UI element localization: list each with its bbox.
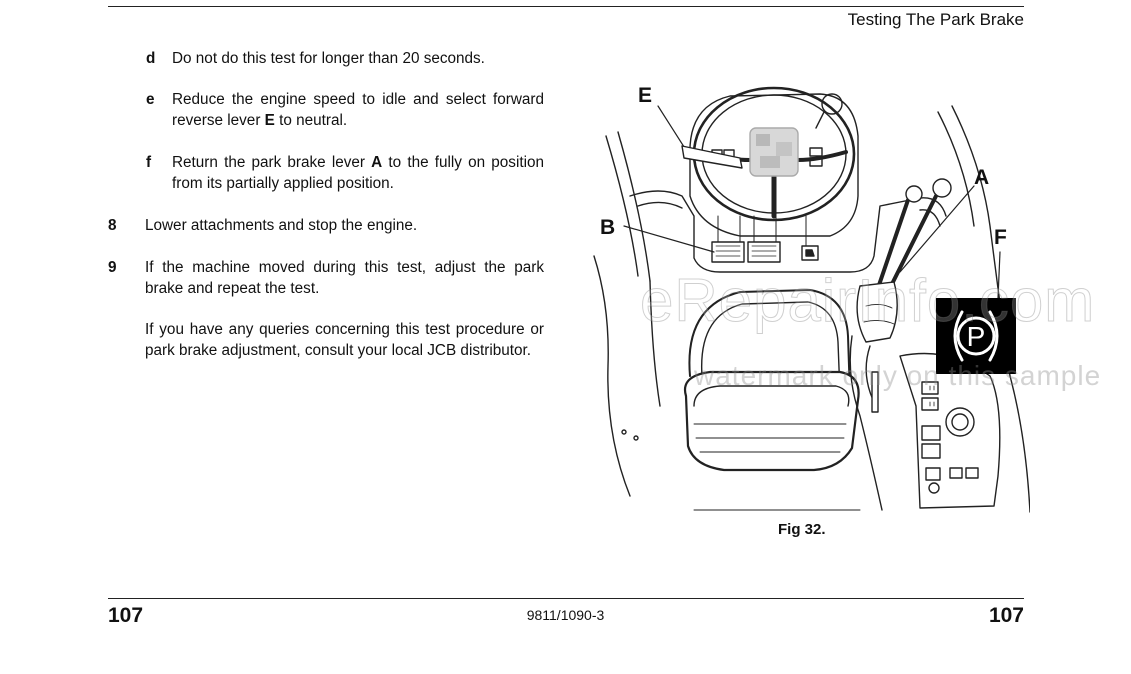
step-9: 9 If the machine moved during this test,… bbox=[108, 257, 544, 299]
park-symbol-letter: P bbox=[967, 321, 986, 352]
park-brake-warning-icon: P bbox=[936, 298, 1016, 374]
page-header-title: Testing The Park Brake bbox=[847, 10, 1024, 29]
step-e: e Reduce the engine speed to idle and se… bbox=[146, 89, 544, 131]
callout-f: F bbox=[994, 226, 1007, 249]
page-number-left: 107 bbox=[108, 604, 144, 627]
step-d: d Do not do this test for longer than 20… bbox=[146, 48, 544, 69]
lever-ref-e: E bbox=[264, 112, 275, 129]
step-text: If the machine moved during this test, a… bbox=[145, 259, 544, 297]
document-number: 9811/1090-3 bbox=[526, 607, 605, 623]
callout-a: A bbox=[974, 166, 989, 189]
header-rule bbox=[108, 6, 1024, 7]
callout-e: E bbox=[638, 84, 652, 107]
step-text: Return the park brake lever A to the ful… bbox=[172, 154, 545, 192]
step-marker: d bbox=[146, 50, 156, 67]
step-marker: 8 bbox=[108, 217, 117, 234]
page-number-right: 107 bbox=[988, 604, 1024, 627]
lever-ref-a: A bbox=[371, 154, 383, 171]
cab-illustration: E B A F P bbox=[593, 84, 1030, 513]
step-8: 8 Lower attachments and stop the engine. bbox=[108, 215, 544, 236]
step-text: Do not do this test for longer than 20 s… bbox=[172, 50, 485, 67]
step-text: Lower attachments and stop the engine. bbox=[145, 217, 418, 234]
step-marker: f bbox=[146, 154, 152, 171]
figure-caption: Fig 32. bbox=[778, 521, 826, 538]
note-text: If you have any queries concerning this … bbox=[145, 321, 544, 359]
footer-rule bbox=[108, 598, 1024, 599]
step-marker: 9 bbox=[108, 259, 117, 276]
step-f: f Return the park brake lever A to the f… bbox=[146, 152, 545, 194]
callout-b: B bbox=[600, 216, 615, 239]
step-text: Reduce the engine speed to idle and sele… bbox=[172, 91, 544, 129]
step-marker: e bbox=[146, 91, 155, 108]
distributor-note: If you have any queries concerning this … bbox=[145, 319, 544, 361]
